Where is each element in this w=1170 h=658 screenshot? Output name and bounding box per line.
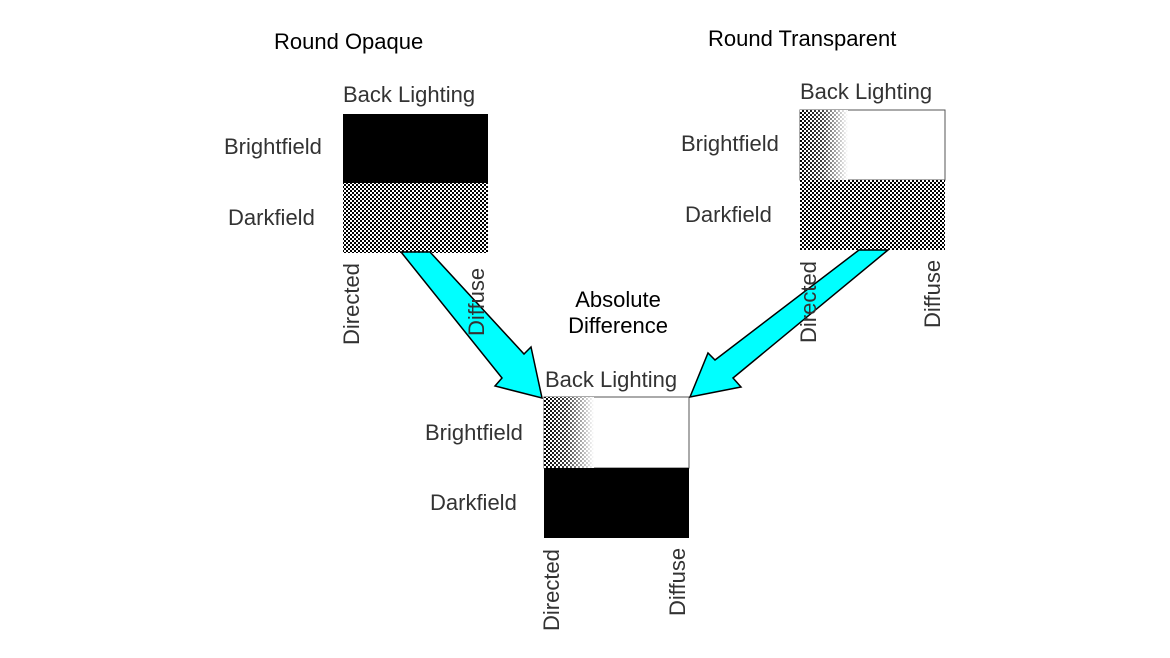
- left-arrow: [399, 251, 543, 400]
- difference-axis-directed: Directed: [539, 549, 564, 631]
- difference-title-line1: Absolute: [575, 287, 661, 312]
- transparent-title: Round Transparent: [708, 26, 897, 51]
- difference-row-darkfield: Darkfield: [430, 490, 517, 515]
- difference-brightfield-fade: [544, 397, 594, 468]
- opaque-row-darkfield: Darkfield: [228, 205, 315, 230]
- transparent-row-darkfield: Darkfield: [685, 202, 772, 227]
- opaque-title: Round Opaque: [274, 29, 424, 54]
- difference-column-header: Back Lighting: [545, 367, 678, 392]
- difference-darkfield-cell: [544, 468, 689, 538]
- difference-axis-diffuse: Diffuse: [665, 547, 690, 616]
- transparent-brightfield-fade: [800, 110, 848, 180]
- opaque-grid: [343, 114, 488, 253]
- difference-row-brightfield: Brightfield: [425, 420, 523, 445]
- difference-title: Absolute Difference: [548, 287, 688, 340]
- difference-grid: [543, 396, 690, 538]
- transparent-column-header: Back Lighting: [800, 79, 933, 104]
- transparent-axis-diffuse: Diffuse: [920, 259, 945, 328]
- opaque-axis-diffuse: Diffuse: [464, 267, 489, 336]
- opaque-row-brightfield: Brightfield: [224, 134, 322, 159]
- opaque-brightfield-cell: [343, 114, 488, 183]
- transparent-axis-directed: Directed: [796, 261, 821, 343]
- opaque-darkfield-cell: [343, 183, 488, 253]
- difference-title-line2: Difference: [568, 313, 668, 339]
- transparent-grid: [799, 109, 946, 250]
- opaque-axis-directed: Directed: [339, 263, 364, 345]
- transparent-row-brightfield: Brightfield: [681, 131, 779, 156]
- opaque-column-header: Back Lighting: [343, 82, 476, 107]
- right-arrow: [688, 249, 891, 399]
- transparent-darkfield-cell: [800, 180, 945, 250]
